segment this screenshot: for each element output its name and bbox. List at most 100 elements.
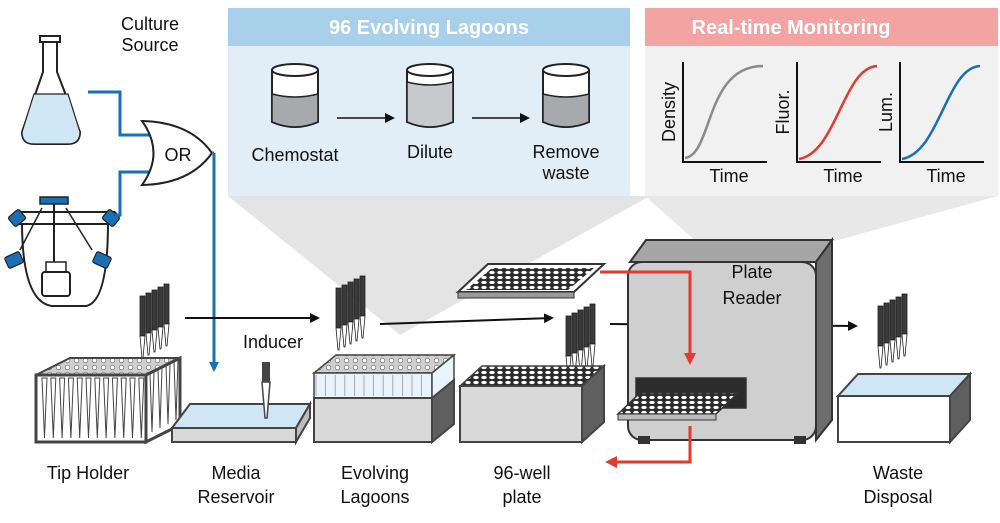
plate-reader-label-line1: Plate bbox=[731, 262, 772, 282]
station-label-4-line2: plate bbox=[502, 487, 541, 507]
floating-well-plate bbox=[455, 263, 607, 299]
pipette-shaft bbox=[145, 292, 152, 334]
pipette-shaft bbox=[157, 286, 164, 328]
hanging-tip bbox=[173, 359, 179, 421]
pipette-tip bbox=[895, 336, 902, 360]
station-label-3-line2: Lagoons bbox=[340, 487, 409, 507]
plate-to-reader-red-arrow bbox=[600, 270, 696, 365]
station-label-1: Tip Holder bbox=[47, 463, 129, 483]
monitor-spotlight bbox=[645, 196, 998, 245]
station-label-5: Waste bbox=[873, 463, 923, 483]
plot-ylabel: Density bbox=[659, 82, 679, 142]
monitor-plot-2: Fluor. Time bbox=[773, 62, 881, 186]
hanging-tip bbox=[103, 377, 110, 439]
plot-ylabel: Fluor. bbox=[773, 89, 793, 134]
step-dilute-label: Dilute bbox=[407, 142, 453, 162]
culture-source-label-line2: Source bbox=[121, 35, 178, 55]
evolving-lagoons-block bbox=[311, 353, 457, 445]
pipette-tip bbox=[877, 345, 884, 369]
multichannel-pipette-2 bbox=[335, 275, 366, 351]
lagoons-panel: 96 Evolving Lagoons Chemostat Dilute Rem… bbox=[228, 8, 630, 196]
monitoring-panel-title: Real-time Monitoring bbox=[692, 17, 891, 39]
step-remove-label-line2: waste bbox=[541, 163, 589, 183]
pipette-tip bbox=[353, 318, 360, 342]
multichannel-pipette-4 bbox=[877, 293, 908, 369]
plot-xlabel: Time bbox=[823, 166, 862, 186]
step-remove-label: Remove bbox=[532, 142, 599, 162]
inducer-label: Inducer bbox=[243, 332, 303, 352]
lagoons-to-plate-arrow bbox=[379, 313, 554, 325]
plot-curve bbox=[901, 64, 981, 161]
pipette-tip bbox=[157, 326, 164, 350]
hanging-tip bbox=[50, 377, 57, 439]
pipette-tip bbox=[341, 324, 348, 348]
or-gate-label: OR bbox=[165, 145, 192, 165]
plot-axes bbox=[682, 62, 767, 163]
pipette-shaft bbox=[583, 306, 590, 348]
hanging-tip bbox=[94, 377, 101, 439]
waste-disposal bbox=[835, 371, 973, 445]
pipette-shaft bbox=[151, 289, 158, 331]
step-chemostat-label: Chemostat bbox=[251, 145, 338, 165]
hanging-tip bbox=[67, 377, 74, 439]
well-plate-block bbox=[458, 363, 606, 445]
plot-ylabel: Lum. bbox=[876, 92, 896, 132]
multichannel-pipette-1 bbox=[139, 283, 170, 359]
station-label-2-line2: Reservoir bbox=[197, 487, 274, 507]
tip-holder bbox=[34, 355, 182, 445]
bioreactor-to-gate-wire bbox=[108, 170, 150, 217]
pipette-tip bbox=[335, 327, 342, 351]
inducer-pipette bbox=[261, 362, 271, 419]
pipette-tip bbox=[889, 339, 896, 363]
pipette-shaft bbox=[359, 275, 366, 317]
station-label-3: Evolving bbox=[341, 463, 409, 483]
hanging-tip bbox=[149, 371, 155, 433]
pipette-tip bbox=[883, 342, 890, 366]
monitoring-panel-header bbox=[645, 8, 998, 46]
pipette-shaft bbox=[577, 309, 584, 351]
remove-waste-beaker bbox=[542, 63, 590, 128]
hanging-tip bbox=[120, 377, 127, 439]
pipette-tip bbox=[139, 335, 146, 359]
hanging-tip bbox=[59, 377, 66, 439]
hanging-tip bbox=[76, 377, 83, 439]
pipette-shaft bbox=[565, 315, 572, 357]
pipette-tip bbox=[359, 315, 366, 339]
pipette-shaft bbox=[353, 278, 360, 320]
pipette-shaft bbox=[139, 295, 146, 337]
monitor-plot-3: Lum. Time bbox=[876, 62, 984, 186]
pipette-shaft bbox=[877, 305, 884, 347]
pipette-tip bbox=[151, 329, 158, 353]
plot-xlabel: Time bbox=[926, 166, 965, 186]
pipette-tip bbox=[145, 332, 152, 356]
plot-xlabel: Time bbox=[709, 166, 748, 186]
plate-reader-label-line2: Reader bbox=[722, 288, 781, 308]
plot-axes bbox=[899, 62, 984, 163]
lagoon-spotlight bbox=[228, 196, 650, 335]
pipette-shaft bbox=[341, 284, 348, 326]
plot-curve bbox=[798, 64, 878, 161]
pipette-shaft bbox=[163, 283, 170, 325]
culture-source-label-line1: Culture bbox=[121, 14, 179, 34]
plot-axes bbox=[796, 62, 881, 163]
station-label-5-line2: Disposal bbox=[863, 487, 932, 507]
hanging-tip bbox=[157, 367, 163, 429]
pipette-shaft bbox=[589, 303, 596, 345]
hanging-tip bbox=[41, 377, 48, 439]
hanging-tip bbox=[85, 377, 92, 439]
pipette-shaft bbox=[347, 281, 354, 323]
pipette-shaft bbox=[335, 287, 342, 329]
reader-tray-plate bbox=[616, 392, 740, 415]
chemostat-beaker bbox=[271, 63, 319, 128]
reader-to-plate-red-arrow bbox=[605, 426, 692, 468]
hanging-tip bbox=[138, 377, 145, 439]
station-label-2: Media bbox=[211, 463, 261, 483]
plate-reader bbox=[616, 236, 834, 444]
flask-to-gate-wire bbox=[88, 90, 150, 137]
hanging-tip bbox=[165, 363, 171, 425]
media-reservoir bbox=[170, 400, 312, 446]
